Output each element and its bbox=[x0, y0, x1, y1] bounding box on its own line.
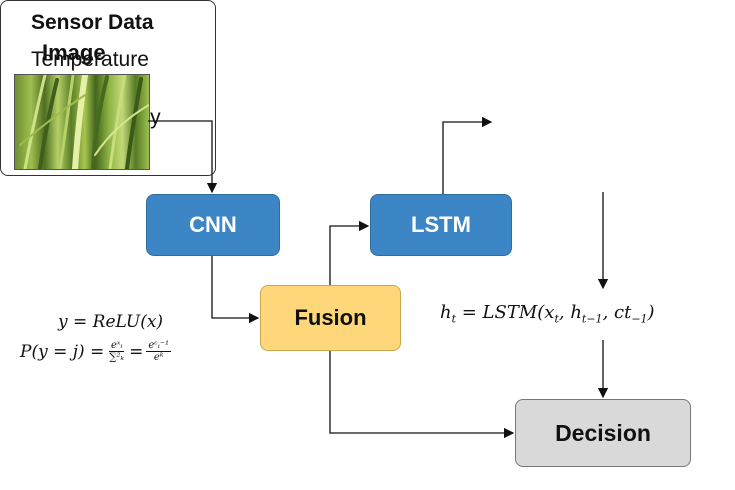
decision-node: Decision bbox=[515, 399, 691, 467]
lstm-eq-h-sub: t−1 bbox=[581, 312, 603, 326]
lstm-equation: ht = LSTM(xt, ht−1, ct−1) bbox=[440, 302, 655, 326]
arrow-image-to-cnn bbox=[148, 120, 218, 194]
lstm-eq-lhs: h bbox=[440, 302, 452, 323]
lstm-eq-mid: , h bbox=[558, 302, 582, 323]
softmax-equals: = bbox=[129, 341, 144, 362]
relu-equation: y = ReLU(x) bbox=[58, 312, 164, 332]
arrow-lstm-to-sensor bbox=[442, 116, 493, 194]
rice-plant-photo bbox=[14, 74, 150, 170]
sensor-data-title: Sensor Data bbox=[31, 11, 154, 34]
cnn-label: CNN bbox=[189, 212, 237, 237]
softmax-denominator-1: ∑²ₖ bbox=[109, 352, 125, 363]
lstm-eq-tail: , ct bbox=[602, 302, 632, 323]
softmax-denominator-2: eᵏ bbox=[153, 352, 164, 363]
softmax-fraction-1: eˣᵢ ∑²ₖ bbox=[107, 340, 126, 363]
decision-label: Decision bbox=[555, 419, 651, 446]
lstm-eq-lhs-sub: t bbox=[451, 312, 457, 326]
arrow-fusion-to-decision bbox=[329, 351, 515, 439]
lstm-label: LSTM bbox=[411, 212, 471, 237]
fusion-label: Fusion bbox=[294, 305, 367, 330]
lstm-eq-rhs: = LSTM(x bbox=[461, 302, 555, 323]
lstm-eq-x-sub: t bbox=[554, 312, 559, 326]
arrow-fusion-to-lstm bbox=[329, 220, 370, 285]
softmax-equation: P(y = j) = eˣᵢ ∑²ₖ = eᶜᵢ⁻¹ eᵏ bbox=[20, 340, 174, 363]
image-label: Image bbox=[42, 40, 106, 65]
arrow-cnn-to-fusion bbox=[211, 256, 260, 324]
lstm-node: LSTM bbox=[370, 194, 512, 256]
fusion-node: Fusion bbox=[260, 285, 401, 351]
softmax-numerator-2: eᶜᵢ⁻¹ bbox=[146, 340, 172, 352]
lstm-eq-close: ) bbox=[647, 302, 655, 323]
softmax-lhs: P(y = j) = bbox=[20, 341, 105, 362]
lstm-eq-ct-sub: −1 bbox=[631, 312, 648, 326]
softmax-numerator-1: eˣᵢ bbox=[108, 340, 125, 352]
sensor-item-temperature: Temperature bbox=[31, 48, 149, 71]
softmax-fraction-2: eᶜᵢ⁻¹ eᵏ bbox=[146, 340, 172, 363]
cnn-node: CNN bbox=[146, 194, 280, 256]
grass-blades-illustration bbox=[19, 75, 149, 169]
